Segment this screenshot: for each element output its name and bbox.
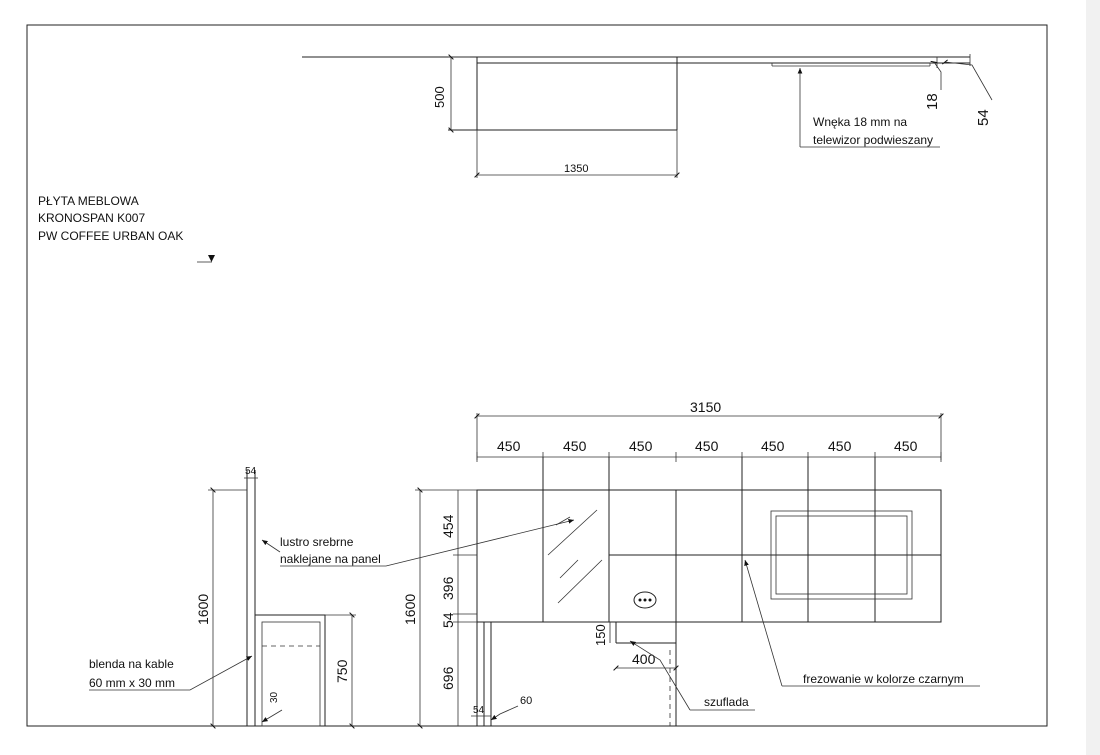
- milling-note: frezowanie w kolorze czarnym: [803, 672, 964, 686]
- module-width-3: 450: [629, 438, 653, 454]
- material-note: PŁYTA MEBLOWA KRONOSPAN K007 PW COFFEE U…: [38, 194, 215, 263]
- power-socket-icon: [633, 591, 657, 609]
- module-width-2: 450: [563, 438, 587, 454]
- module-width-1: 450: [497, 438, 521, 454]
- material-line-3: PW COFFEE URBAN OAK: [38, 229, 183, 243]
- module-width-6: 450: [828, 438, 852, 454]
- front-height-total: 1600: [402, 594, 418, 625]
- drawer-note: szuflada: [704, 695, 749, 709]
- side-height-total: 1600: [195, 594, 211, 625]
- material-line-2: KRONOSPAN K007: [38, 211, 145, 225]
- front-height-696: 696: [440, 666, 456, 690]
- top-depth-dim: 500: [432, 86, 447, 108]
- material-line-1: PŁYTA MEBLOWA: [38, 194, 139, 208]
- scrollbar-thumb[interactable]: [1089, 4, 1097, 94]
- section-marker-icon: [208, 255, 215, 262]
- mirror-note-line-1: lustro srebrne: [280, 535, 354, 549]
- front-cabinet-outline: [476, 489, 942, 623]
- cable-cover-line-2: 60 mm x 30 mm: [89, 676, 175, 690]
- drawing-frame: [26, 24, 1048, 727]
- recess-note-line-1: Wnęka 18 mm na: [813, 115, 907, 129]
- drawer-height-dim: 150: [593, 624, 608, 646]
- front-height-54: 54: [440, 612, 456, 628]
- top-width-dim: 1350: [564, 163, 588, 175]
- side-dim-30: 30: [269, 691, 280, 703]
- tv-frame-outer: [770, 510, 913, 600]
- tv-frame-inner: [775, 515, 908, 595]
- leg-dim-60: 60: [520, 695, 532, 707]
- module-width-5: 450: [761, 438, 785, 454]
- mirror-note-line-2: naklejane na panel: [280, 552, 381, 566]
- recess-note-line-2: telewizor podwieszany: [813, 133, 933, 147]
- front-height-396: 396: [440, 576, 456, 600]
- leg-dim-54: 54: [473, 705, 485, 716]
- side-panel-dim: 54: [245, 466, 257, 477]
- drawer-width-dim: 400: [632, 651, 656, 667]
- front-view: 3150 450 450 450 450 450 450 450: [280, 399, 980, 729]
- module-width-7: 450: [894, 438, 918, 454]
- vertical-scrollbar[interactable]: [1086, 0, 1100, 755]
- side-cabinet-outline: [254, 614, 326, 727]
- cable-cover-line-1: blenda na kable: [89, 657, 174, 671]
- recess-dim-18: 18: [924, 93, 941, 110]
- side-cabinet-height: 750: [334, 659, 350, 683]
- module-width-4: 450: [695, 438, 719, 454]
- top-dim-54: 54: [975, 109, 992, 126]
- total-width-dim: 3150: [690, 399, 721, 415]
- top-view: 500 1350 Wnęka 18 mm na telewizor podwie…: [302, 54, 993, 178]
- side-view: 54 1600 750 lustro srebrne naklejane na …: [89, 466, 381, 729]
- front-height-454: 454: [440, 514, 456, 538]
